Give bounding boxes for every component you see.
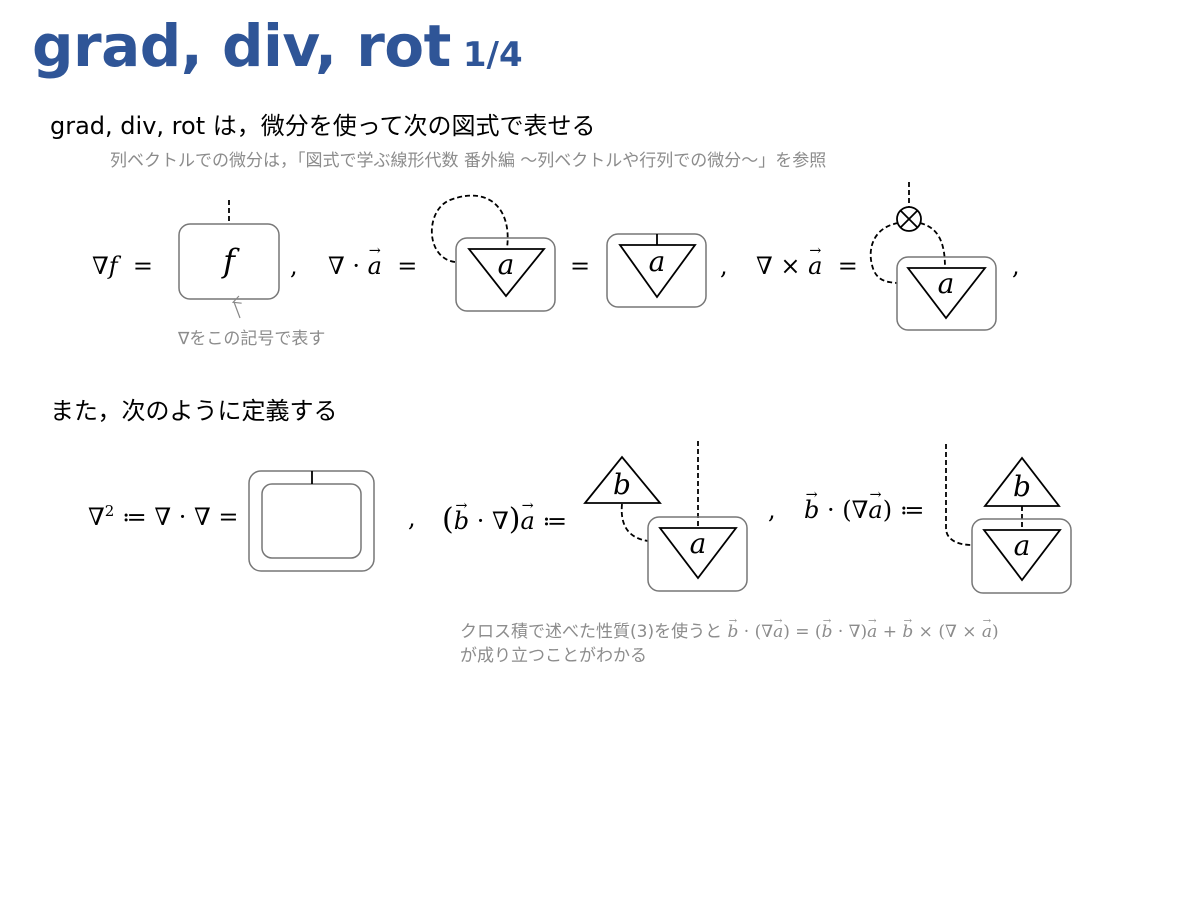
nabla-box [178, 223, 280, 300]
section1-note: 列ベクトルでの微分は，「図式で学ぶ線形代数 番外編 ～列ベクトルや行列での微分～… [110, 151, 827, 171]
svg-text:a: a [690, 527, 707, 560]
section2-heading: また，次のように定義する [50, 397, 338, 425]
directional-derivative-diagram: b a [583, 441, 748, 592]
laplacian-diagram [248, 470, 375, 572]
tensor-a-triangle [982, 529, 1062, 582]
separator-comma: , [290, 252, 298, 280]
identity-conclusion-note: が成り立つことがわかる [460, 646, 647, 666]
rot-label: ∇ × a = [756, 243, 858, 280]
nabla-symbol-note: ∇をこの記号で表す [178, 329, 326, 349]
svg-text:a: a [938, 267, 955, 300]
svg-text:b: b [613, 468, 631, 501]
separator-comma: , [408, 504, 416, 532]
div-label: ∇ · a = [328, 243, 417, 280]
nabla-box [647, 516, 748, 592]
tensor-a-triangle [658, 527, 738, 580]
equals-sign: = [570, 252, 591, 280]
svg-text:a: a [649, 245, 666, 278]
f-label: f [221, 242, 240, 280]
gradient-contraction-label: b · (∇a) ≔ [804, 487, 925, 524]
tensor-a-triangle [618, 244, 697, 299]
laplacian-label: ∇2 ≔ ∇ · ∇ = [88, 502, 239, 531]
cross-product-identity-note: クロス積で述べた性質(3)を使うと b · (∇a) = (b · ∇)a + … [460, 616, 999, 642]
svg-text:a: a [498, 248, 515, 281]
separator-comma: , [720, 252, 728, 280]
separator-comma: , [1012, 252, 1020, 280]
title-page-number: 1/4 [462, 35, 523, 75]
gradient-contraction-diagram: b a [945, 444, 1072, 594]
directional-derivative-label: (b · ∇)a ≔ [442, 498, 567, 537]
tensor-a-triangle [467, 248, 546, 298]
svg-text:b: b [1013, 470, 1031, 503]
title-main: grad, div, rot [32, 12, 451, 80]
svg-text:a: a [1014, 529, 1031, 562]
slide-title: grad, div, rot 1/4 [32, 12, 523, 80]
tensor-a-triangle [906, 267, 987, 320]
nabla-box [896, 256, 997, 331]
nabla-box [971, 518, 1072, 594]
section1-heading: grad, div, rot は，微分を使って次の図式で表せる [50, 112, 596, 140]
rot-diagram: a [869, 182, 997, 331]
nabla-box [455, 237, 556, 312]
grad-label: ∇f = [92, 252, 154, 280]
tensor-b-triangle [583, 455, 662, 504]
nabla-box [261, 483, 362, 559]
grad-diagram: f [178, 200, 280, 319]
separator-comma: , [768, 496, 776, 524]
div-diagram: a [430, 194, 556, 312]
trace-diagram: a [606, 233, 707, 308]
nabla-box [248, 470, 375, 572]
